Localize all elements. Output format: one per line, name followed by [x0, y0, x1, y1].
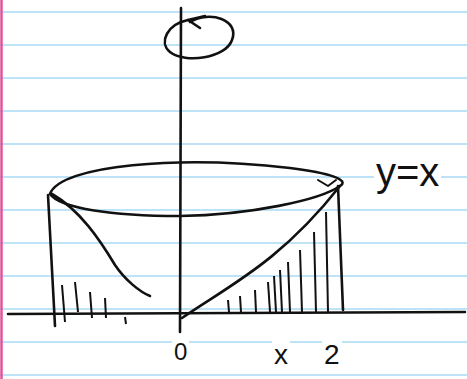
right-edge	[338, 186, 343, 310]
margin-line	[0, 0, 3, 379]
arrow-head	[188, 16, 205, 28]
curve-equation: y=x	[374, 152, 441, 192]
curve-right	[182, 186, 340, 318]
bound-label: 2	[322, 341, 342, 369]
left-edge	[48, 195, 55, 326]
rotation-arrow	[165, 17, 234, 58]
hatching	[62, 212, 328, 324]
bowl-rim	[50, 162, 343, 216]
ruled-lines	[0, 12, 467, 375]
curve-left	[52, 194, 150, 296]
tick	[318, 180, 336, 186]
origin-label: 0	[172, 340, 189, 364]
variable-label: x	[272, 341, 290, 369]
x-axis	[8, 312, 465, 314]
